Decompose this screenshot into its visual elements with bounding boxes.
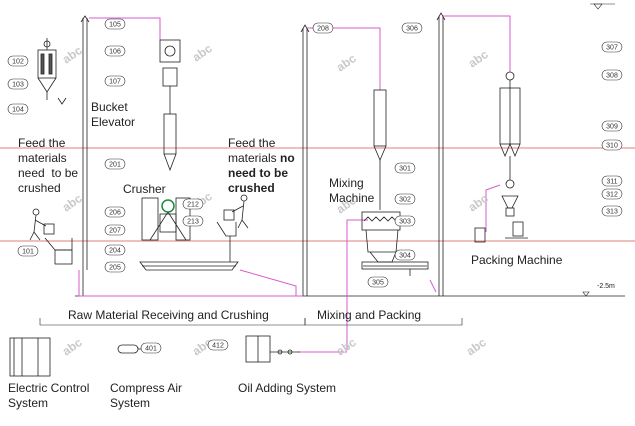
svg-text:abc: abc: [334, 335, 359, 359]
equipment-tag-text: 207: [109, 228, 121, 235]
equipment-tag-text: 208: [317, 26, 329, 33]
level-marker: [582, 291, 590, 297]
crusher-label: Crusher: [123, 182, 166, 196]
equipment-tag-text: 102: [12, 59, 24, 66]
equipment-tag-401: 401: [140, 342, 162, 354]
equipment-tag-text: 305: [372, 280, 384, 287]
equipment-tag-text: 412: [212, 343, 224, 350]
equipment-tag-text: 103: [12, 82, 24, 89]
equipment-tag-301: 301: [394, 162, 416, 174]
equipment-tag-308: 308: [601, 69, 623, 81]
feed-not-crushed-label: Feed the materials no need to be crushed: [228, 136, 295, 195]
equipment-tag-306: 306: [401, 22, 423, 34]
crusher-machine: [139, 39, 239, 271]
equipment-tag-106: 106: [104, 45, 126, 57]
equipment-tag-307: 307: [601, 41, 623, 53]
feeding-hopper-right: [216, 194, 249, 262]
equipment-tag-text: 303: [399, 219, 411, 226]
svg-text:abc: abc: [464, 335, 489, 359]
equipment-tag-text: 213: [187, 219, 199, 226]
equipment-tag-201: 201: [104, 158, 126, 170]
mixing-section-bracket: [304, 318, 463, 326]
svg-text:abc: abc: [190, 41, 215, 65]
equipment-tag-text: 204: [109, 248, 121, 255]
dust-collector: [37, 38, 67, 105]
equipment-tag-text: 201: [109, 162, 121, 169]
oil-adding-label: Oil Adding System: [238, 381, 337, 395]
equipment-tag-text: 206: [109, 210, 121, 217]
svg-text:abc: abc: [466, 47, 491, 71]
equipment-tag-text: 401: [145, 346, 157, 353]
equipment-tag-text: 306: [406, 26, 418, 33]
top-marker: [593, 3, 603, 10]
equipment-tag-102: 102: [7, 55, 29, 67]
equipment-tag-text: 105: [109, 22, 121, 29]
equipment-tag-206: 206: [104, 206, 126, 218]
svg-text:abc: abc: [60, 43, 85, 67]
equipment-tag-212: 212: [182, 198, 204, 210]
equipment-tag-204: 204: [104, 244, 126, 256]
equipment-tag-text: 106: [109, 49, 121, 56]
bucket-elevator-3: [436, 12, 446, 296]
svg-text:abc: abc: [466, 191, 491, 215]
oil-adding-drawing: [245, 335, 300, 363]
equipment-tag-text: 311: [606, 179, 617, 186]
equipment-tag-text: 101: [22, 249, 34, 256]
equipment-tag-208: 208: [312, 22, 334, 34]
feed-crushed-label: Feed the materials need to be crushed: [18, 136, 79, 195]
equipment-tag-107: 107: [104, 75, 126, 87]
equipment-tag-104: 104: [7, 103, 29, 115]
feeding-hopper-left: [29, 208, 73, 265]
equipment-tag-text: 309: [606, 124, 618, 131]
equipment-tag-text: 304: [399, 253, 411, 260]
equipment-tag-text: 308: [606, 73, 618, 80]
equipment-tag-205: 205: [104, 261, 126, 273]
equipment-tag-text: 307: [606, 45, 618, 52]
equipment-tag-313: 313: [601, 205, 623, 217]
equipment-tag-304: 304: [394, 249, 416, 261]
bucket-elevator-2: [300, 24, 310, 296]
electric-cabinet-drawing: [9, 337, 51, 377]
equipment-tag-305: 305: [367, 276, 389, 288]
equipment-tag-302: 302: [394, 193, 416, 205]
equipment-tag-text: 313: [606, 209, 618, 216]
packing-machine-label: Packing Machine: [471, 253, 563, 267]
equipment-tag-311: 311: [601, 175, 623, 187]
mixing-machine-label: Mixing Machine: [329, 176, 375, 205]
bucket-elevator-1: [80, 15, 90, 296]
equipment-tag-412: 412: [207, 339, 229, 351]
equipment-tag-310: 310: [601, 139, 623, 151]
packing-machine-drawing: [474, 71, 528, 243]
equipment-tag-text: 310: [606, 143, 618, 150]
raw-section-label: Raw Material Receiving and Crushing: [68, 308, 269, 322]
equipment-tag-303: 303: [394, 215, 416, 227]
equipment-tag-105: 105: [104, 18, 126, 30]
equipment-tag-213: 213: [182, 215, 204, 227]
mixer: [361, 89, 429, 276]
equipment-tag-309: 309: [601, 120, 623, 132]
equipment-tag-text: 107: [109, 79, 121, 86]
equipment-tags: 102 103 104 105 106 107 201 206 207 204 205 212 213 1…: [7, 18, 623, 354]
mixing-section-label: Mixing and Packing: [317, 308, 422, 322]
equipment-tag-101: 101: [17, 245, 39, 257]
equipment-tag-text: 212: [187, 202, 199, 209]
compress-air-label: Compress Air System: [110, 381, 183, 410]
bucket-elevator-label: Bucket Elevator: [91, 100, 136, 129]
svg-text:abc: abc: [60, 335, 85, 359]
equipment-tag-312: 312: [601, 188, 623, 200]
equipment-tag-text: 312: [606, 192, 618, 199]
equipment-tag-text: 301: [399, 166, 411, 173]
equipment-tag-207: 207: [104, 224, 126, 236]
equipment-tag-103: 103: [7, 78, 29, 90]
svg-text:abc: abc: [334, 51, 359, 75]
level-label: -2.5m: [597, 283, 615, 290]
equipment-tag-text: 205: [109, 265, 121, 272]
equipment-tag-text: 104: [12, 107, 24, 114]
electric-control-label: Electric Control System: [8, 381, 90, 410]
equipment-tag-text: 302: [399, 197, 411, 204]
